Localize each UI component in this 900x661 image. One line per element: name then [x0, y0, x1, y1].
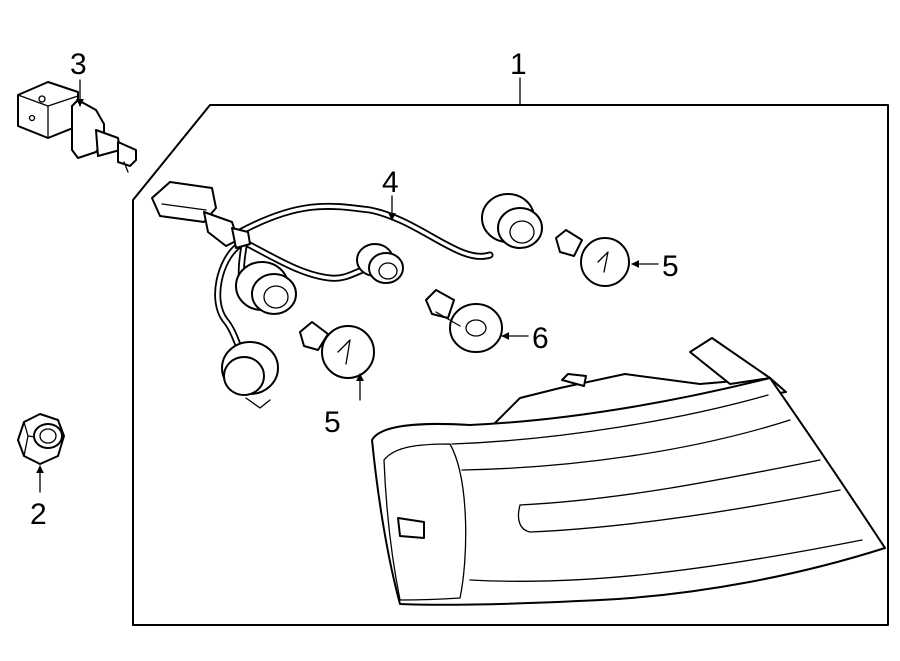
harness-socket-left: [235, 261, 297, 315]
harness-socket-middle: [356, 243, 404, 284]
callout-5-lower: 5: [324, 406, 341, 439]
leader-lines: [36, 77, 659, 493]
assembly-frame: [132, 104, 889, 626]
part-6-wedge-bulb: [425, 289, 503, 353]
harness-socket-lower: [221, 341, 279, 409]
part-4-wiring-harness: [151, 181, 543, 409]
callout-2: 2: [30, 498, 47, 531]
callout-3: 3: [70, 48, 87, 81]
part-1-tail-lamp-assembly: [371, 337, 886, 606]
part-5-bulb-right: [555, 229, 630, 287]
part-5-bulb-lower: [299, 321, 375, 379]
callout-1: 1: [510, 48, 527, 81]
callout-5-right: 5: [662, 250, 679, 283]
callout-labels: 1 3 2 4 5 5 6: [30, 48, 679, 531]
callout-4: 4: [382, 166, 399, 199]
callout-6: 6: [532, 322, 549, 355]
part-2-nut: [17, 413, 65, 465]
part-3-socket-adapter: [17, 81, 137, 173]
harness-socket-upper-right: [481, 193, 543, 249]
